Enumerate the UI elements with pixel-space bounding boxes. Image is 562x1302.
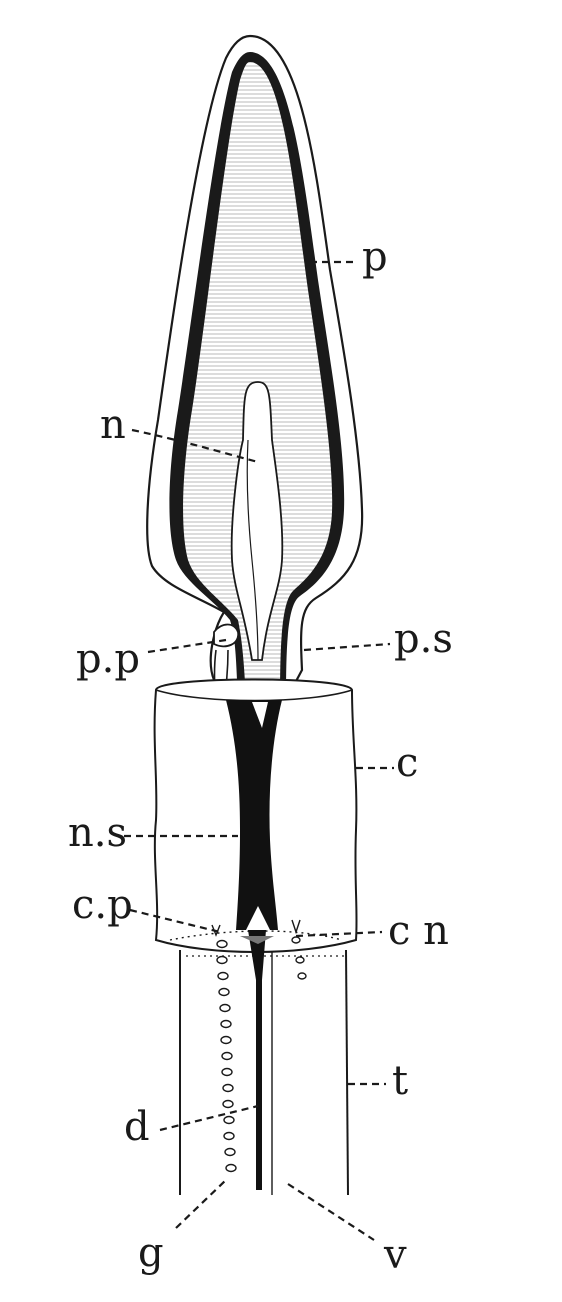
- label-n: n: [100, 402, 126, 448]
- leader-cn: [295, 930, 383, 938]
- inner-body: [230, 381, 284, 661]
- leader-cp: [129, 908, 221, 934]
- central-canal: [248, 930, 266, 1190]
- neck-stalk: [226, 700, 282, 930]
- canal-tip: [240, 936, 274, 944]
- label-ns: n.s: [68, 810, 127, 856]
- inner-body-line: [246, 439, 259, 661]
- label-pp: p.p: [76, 636, 140, 682]
- label-ps: p.s: [394, 616, 453, 662]
- granule-chain: [216, 939, 237, 1173]
- collar-pores: [211, 919, 307, 980]
- collar-base: [169, 930, 343, 941]
- leader-lines: [124, 260, 394, 1241]
- leader-n: [131, 428, 259, 464]
- label-c: c: [396, 740, 418, 786]
- leader-g: [175, 1179, 227, 1229]
- leader-v: [287, 1183, 375, 1241]
- pore: [213, 623, 239, 648]
- leader-d: [159, 1104, 259, 1132]
- label-v: v: [383, 1232, 407, 1278]
- leader-pp: [147, 638, 227, 654]
- tube: [179, 949, 349, 1196]
- label-g: g: [138, 1230, 164, 1276]
- label-d: d: [124, 1104, 150, 1150]
- inner-cavity: [183, 62, 333, 700]
- label-cp: c.p: [72, 882, 133, 928]
- leader-ps: [303, 642, 391, 652]
- label-p: p: [362, 234, 388, 280]
- label-cn: c n: [388, 908, 449, 954]
- label-t: t: [392, 1058, 408, 1104]
